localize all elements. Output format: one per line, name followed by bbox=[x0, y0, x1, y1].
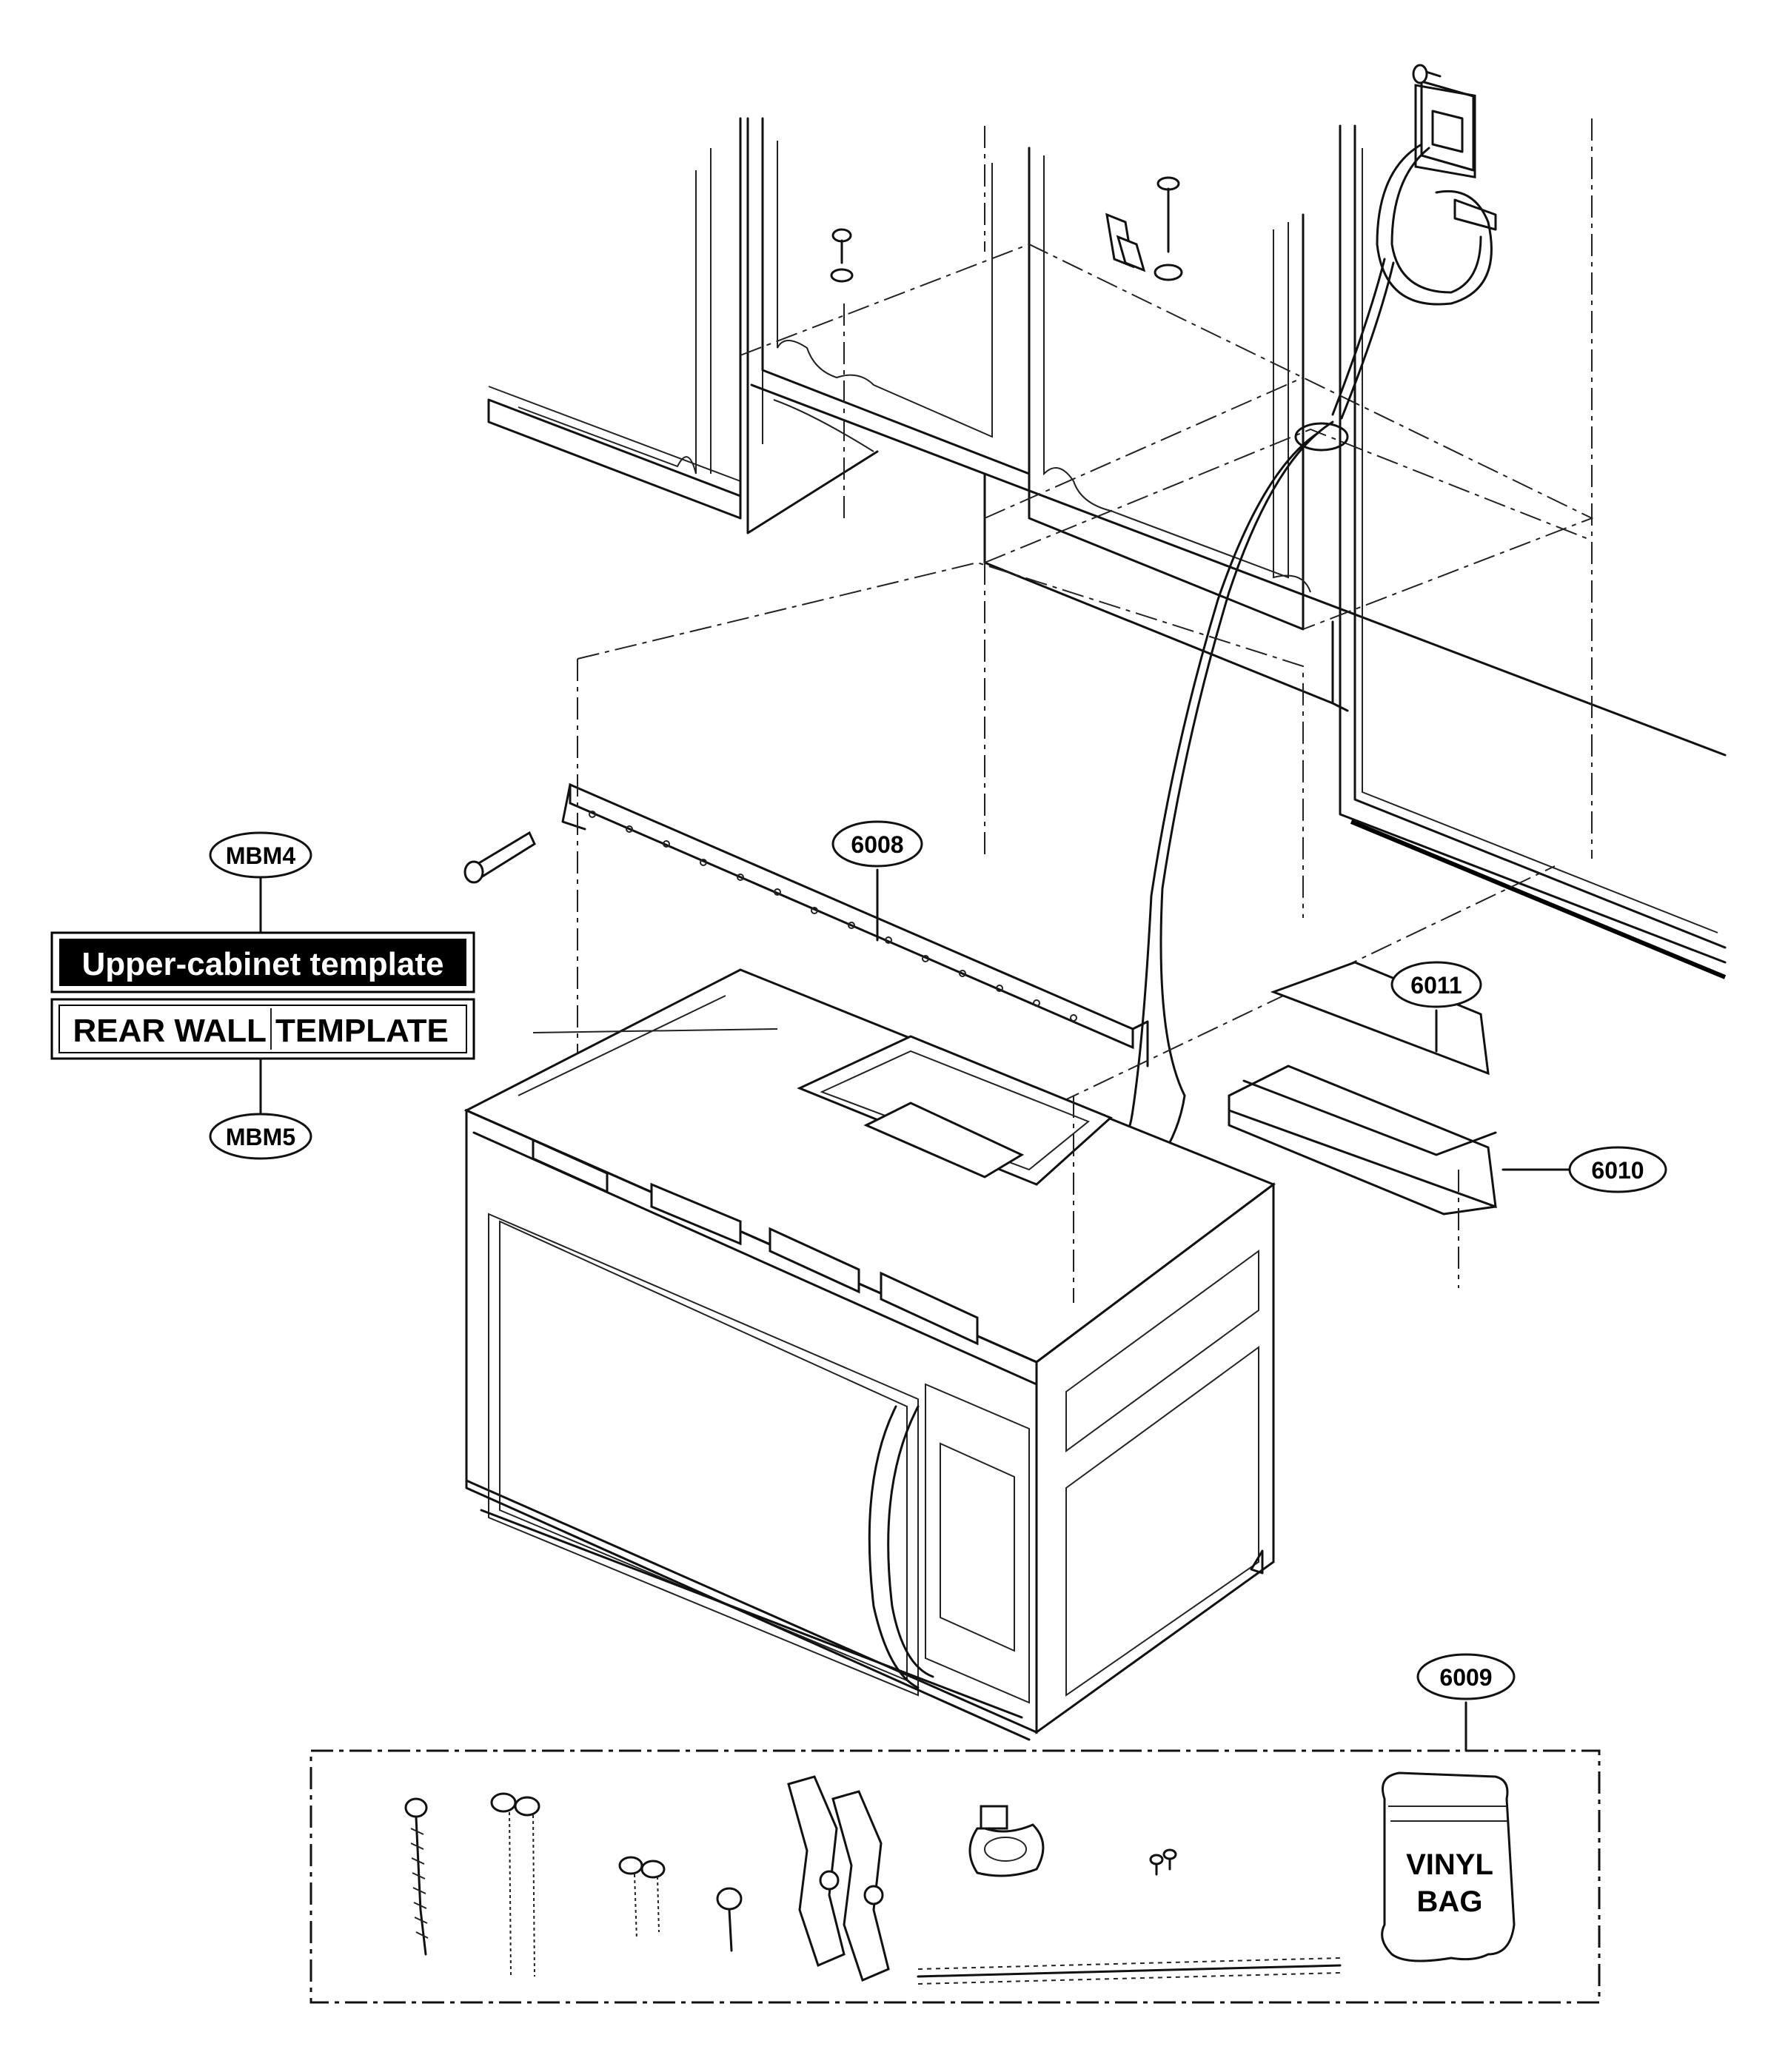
rear-wall-template-label-right: TEMPLATE bbox=[275, 1013, 449, 1049]
mounting-hardware-top bbox=[830, 176, 1183, 283]
template-callouts: MBM4 Upper-cabinet template REAR WALL TE… bbox=[50, 831, 475, 1160]
upper-cabinet bbox=[487, 117, 1727, 979]
callout-6008-label: 6008 bbox=[851, 831, 903, 858]
microwave-oven bbox=[463, 968, 1276, 1741]
hardware-kit: VINYL BAG bbox=[309, 1749, 1601, 2004]
callout-6009: 6009 bbox=[1416, 1653, 1516, 1752]
vinyl-bag-label-line2: BAG bbox=[1417, 1885, 1483, 1918]
vinyl-bag-label-line1: VINYL bbox=[1406, 1848, 1493, 1881]
damper-assembly bbox=[1073, 961, 1497, 1303]
callout-6010-label: 6010 bbox=[1591, 1157, 1644, 1184]
callout-mbm5-label: MBM5 bbox=[226, 1124, 295, 1150]
callout-6008: 6008 bbox=[831, 820, 923, 942]
upper-cabinet-template-label: Upper-cabinet template bbox=[82, 946, 444, 982]
callout-6011: 6011 bbox=[1390, 961, 1482, 1053]
callout-6011-label: 6011 bbox=[1410, 972, 1462, 999]
rear-wall-template-label-left: REAR WALL bbox=[73, 1013, 267, 1049]
callout-mbm4-label: MBM4 bbox=[226, 842, 295, 869]
callout-6009-label: 6009 bbox=[1439, 1664, 1492, 1691]
callout-6010: 6010 bbox=[1502, 1146, 1667, 1193]
